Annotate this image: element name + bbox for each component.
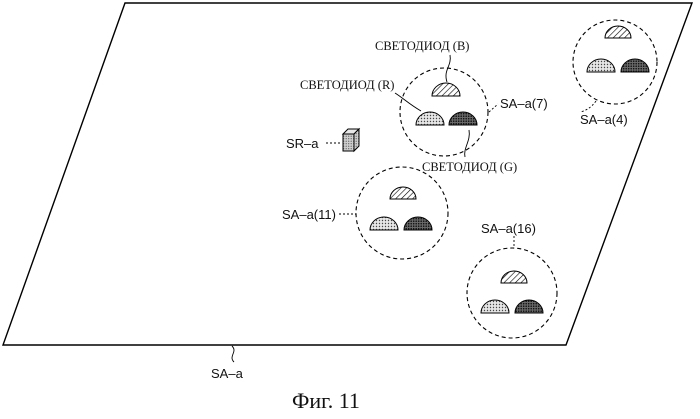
plate-label: SA–a bbox=[211, 366, 244, 381]
figure-caption: Фиг. 11 bbox=[292, 388, 360, 413]
group-16-label: SA–a(16) bbox=[481, 221, 536, 236]
led-red-label: СВЕТОДИОД (R) bbox=[300, 78, 394, 92]
plate bbox=[3, 3, 692, 345]
sensor-label: SR–a bbox=[286, 136, 319, 151]
plate-label-leader bbox=[232, 346, 234, 362]
led-blue-label: СВЕТОДИОД (B) bbox=[375, 39, 469, 53]
group-4-label: SA–a(4) bbox=[580, 112, 628, 127]
group-11-label: SA–a(11) bbox=[282, 207, 336, 222]
sensor-cube bbox=[343, 129, 359, 151]
led-green-label: СВЕТОДИОД (G) bbox=[422, 160, 517, 174]
group-7-label: SA–a(7) bbox=[500, 96, 548, 111]
